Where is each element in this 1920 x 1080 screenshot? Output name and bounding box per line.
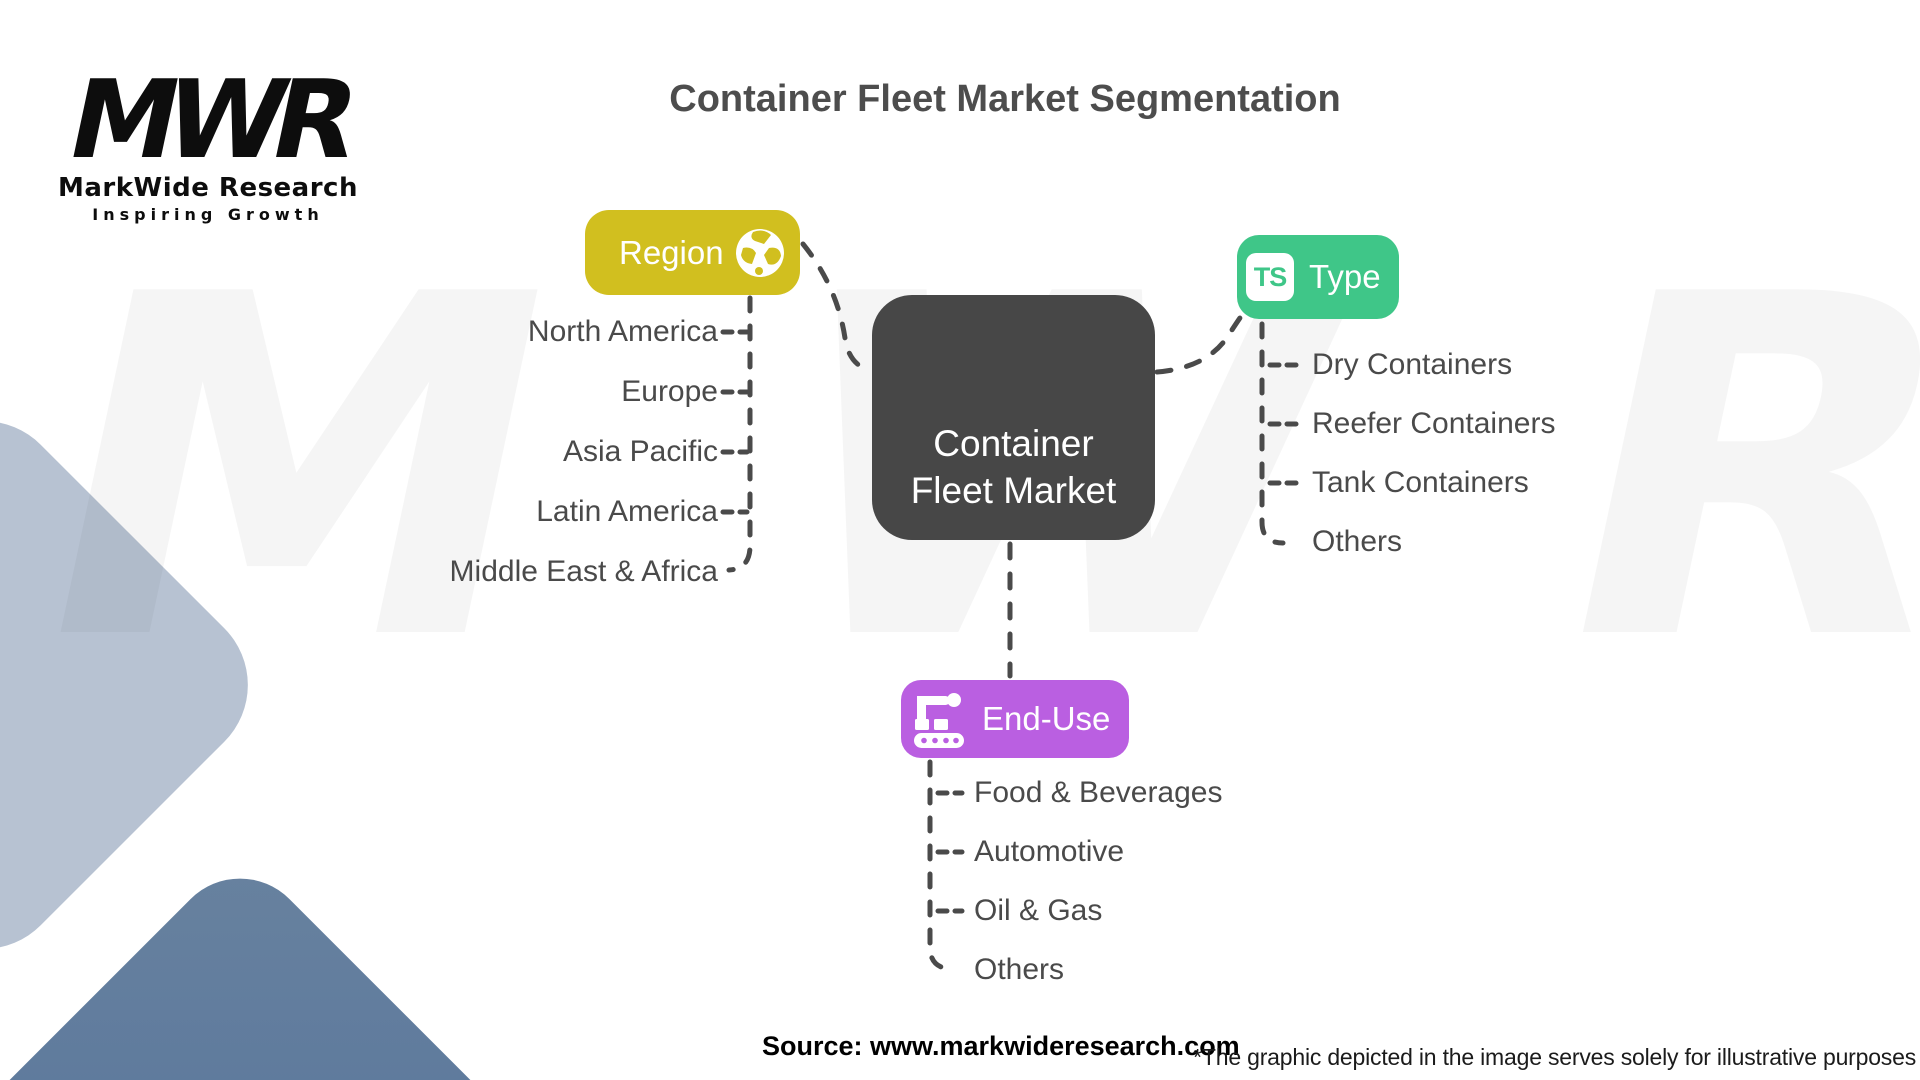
source-text: Source: www.markwideresearch.com <box>762 1031 1240 1061</box>
end-use-label: End-Use <box>982 700 1111 737</box>
factory-icon <box>914 693 964 748</box>
logo-company-name: MarkWide Research <box>58 172 358 203</box>
list-item: Others <box>1312 524 1403 558</box>
list-item: Tank Containers <box>1312 465 1529 499</box>
central-node-label: Container Fleet Market <box>910 423 1117 511</box>
end-use-item-list: Food & Beverages Automotive Oil & Gas Ot… <box>974 763 1222 999</box>
page-title: Container Fleet Market Segmentation <box>669 78 1341 120</box>
list-item: Middle East & Africa <box>449 555 718 588</box>
type-label: Type <box>1309 258 1381 295</box>
list-item: Latin America <box>536 495 718 528</box>
central-node-container-fleet-market: Container Fleet Market <box>872 295 1155 540</box>
branch-node-type: TS Type <box>1237 235 1399 319</box>
region-item-list: North America Europe Asia Pacific Latin … <box>260 302 718 602</box>
ts-badge-text: TS <box>1253 261 1288 292</box>
ts-badge-icon: TS <box>1246 253 1294 301</box>
list-item: Others <box>974 952 1065 986</box>
list-item: North America <box>527 315 718 348</box>
markwide-logo: MWR MarkWide Research Inspiring Growth <box>58 58 358 224</box>
list-item: Dry Containers <box>1312 347 1513 381</box>
list-item: Food & Beverages <box>974 775 1223 809</box>
list-item: Europe <box>621 375 718 408</box>
globe-icon <box>736 228 784 277</box>
logo-tagline: Inspiring Growth <box>92 204 324 224</box>
list-item: Reefer Containers <box>1312 406 1556 440</box>
list-item: Asia Pacific <box>562 435 718 468</box>
disclaimer-text: *The graphic depicted in the image serve… <box>1193 1044 1916 1070</box>
type-item-list: Dry Containers Reefer Containers Tank Co… <box>1312 335 1555 571</box>
region-label: Region <box>619 233 724 271</box>
branch-node-region: Region <box>585 210 800 295</box>
branch-node-end-use: End-Use <box>901 680 1129 758</box>
list-item: Oil & Gas <box>974 893 1103 927</box>
list-item: Automotive <box>974 834 1125 868</box>
